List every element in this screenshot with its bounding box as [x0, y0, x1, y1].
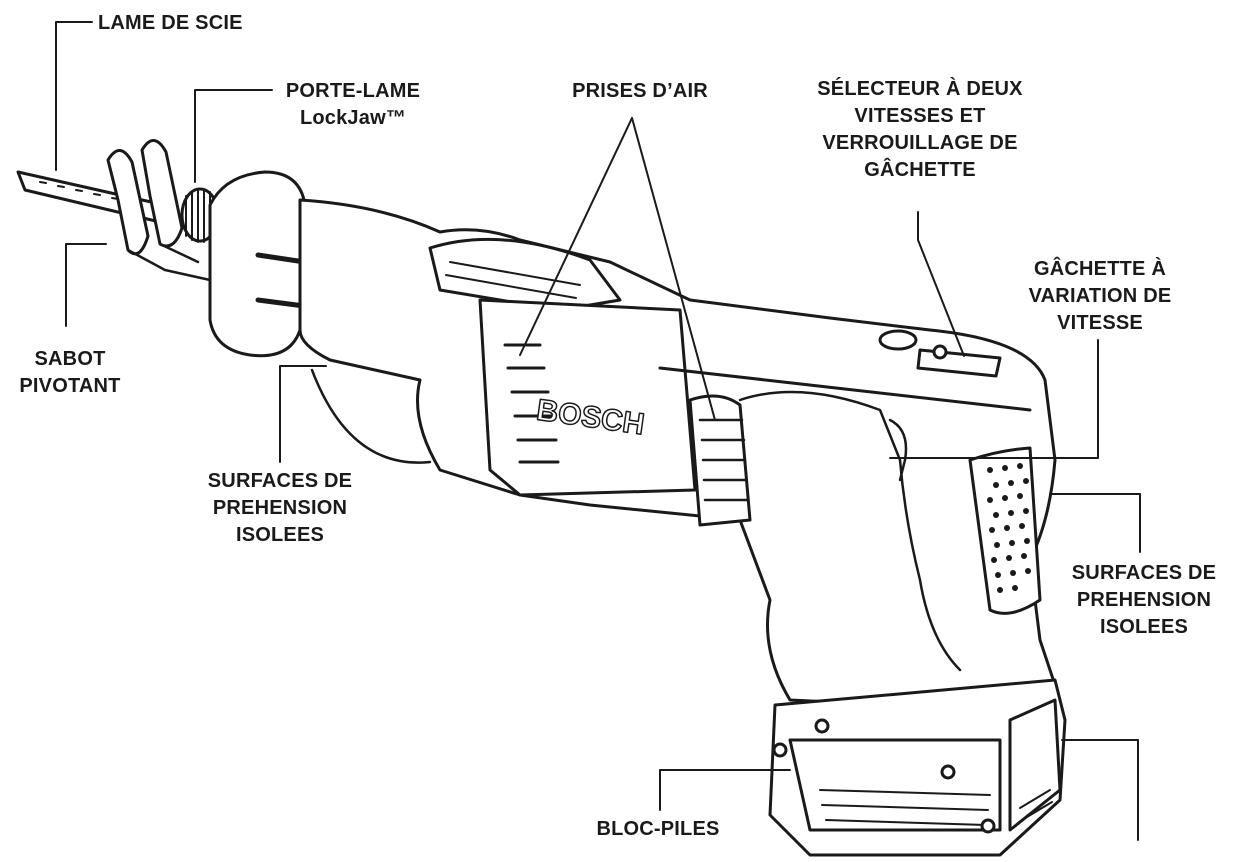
- label-variable-trigger-line-3: VITESSE: [1057, 312, 1143, 334]
- label-speed-selector-line-3: VERROUILLAGE DE: [822, 132, 1018, 154]
- label-pivoting-shoe-line-2: PIVOTANT: [19, 375, 121, 397]
- label-blade: LAME DE SCIE: [98, 10, 243, 37]
- leader-battery-2: [1061, 739, 1139, 841]
- leader-clamp: [194, 89, 273, 183]
- leader-air-vents-2: [631, 117, 716, 421]
- leader-battery-1: [659, 769, 791, 811]
- label-variable-trigger-line-1: GÂCHETTE À: [1034, 258, 1166, 280]
- label-speed-selector-line-4: GÂCHETTE: [864, 159, 976, 181]
- label-blade-clamp-line-1: PORTE-LAME: [285, 80, 421, 102]
- label-pivoting-shoe-line-1: SABOT: [34, 348, 106, 370]
- label-grip-front-line-3: ISOLEES: [235, 524, 325, 546]
- leader-shoe: [65, 243, 107, 327]
- label-air-vents-line-1: PRISES D’AIR: [572, 80, 708, 102]
- label-grip-rear-line-3: ISOLEES: [1099, 616, 1189, 638]
- leader-grip-front: [279, 365, 327, 463]
- label-blade-clamp-line-2: LockJaw™: [299, 107, 407, 129]
- label-air-vents: PRISES D’AIR: [550, 78, 730, 105]
- label-speed-selector-line-1: SÉLECTEUR À DEUX: [817, 78, 1023, 100]
- leader-trigger: [889, 339, 1099, 459]
- label-grip-front-line-2: PREHENSION: [212, 497, 348, 519]
- leader-grip-rear: [1049, 493, 1141, 553]
- label-variable-trigger: GÂCHETTE À VARIATION DE VITESSE: [1010, 256, 1190, 337]
- leader-lines: [55, 21, 1141, 841]
- label-grip-rear-line-1: SURFACES DE: [1071, 562, 1217, 584]
- leader-selector: [917, 211, 965, 357]
- grip-texture: [987, 463, 1031, 593]
- saw-body: BOSCH: [208, 170, 1062, 712]
- label-speed-selector: SÉLECTEUR À DEUX VITESSES ET VERROUILLAG…: [800, 76, 1040, 184]
- label-pivoting-shoe: SABOT PIVOTANT: [14, 346, 126, 400]
- label-speed-selector-line-2: VITESSES ET: [854, 105, 986, 127]
- label-grip-front-line-1: SURFACES DE: [207, 470, 353, 492]
- label-battery: BLOC-PILES: [578, 816, 738, 843]
- label-variable-trigger-line-2: VARIATION DE: [1028, 285, 1172, 307]
- label-grip-rear-line-2: PREHENSION: [1076, 589, 1212, 611]
- label-grip-rear: SURFACES DE PREHENSION ISOLEES: [1054, 560, 1234, 641]
- label-grip-front: SURFACES DE PREHENSION ISOLEES: [190, 468, 370, 549]
- label-blade-line-1: LAME DE SCIE: [98, 12, 243, 34]
- leader-air-vents-1: [519, 117, 633, 356]
- battery-pack: [768, 678, 1067, 857]
- label-battery-line-1: BLOC-PILES: [596, 818, 720, 840]
- pivoting-shoe: [106, 139, 212, 282]
- leader-blade: [55, 21, 93, 171]
- label-blade-clamp: PORTE-LAME LockJaw™: [268, 78, 438, 132]
